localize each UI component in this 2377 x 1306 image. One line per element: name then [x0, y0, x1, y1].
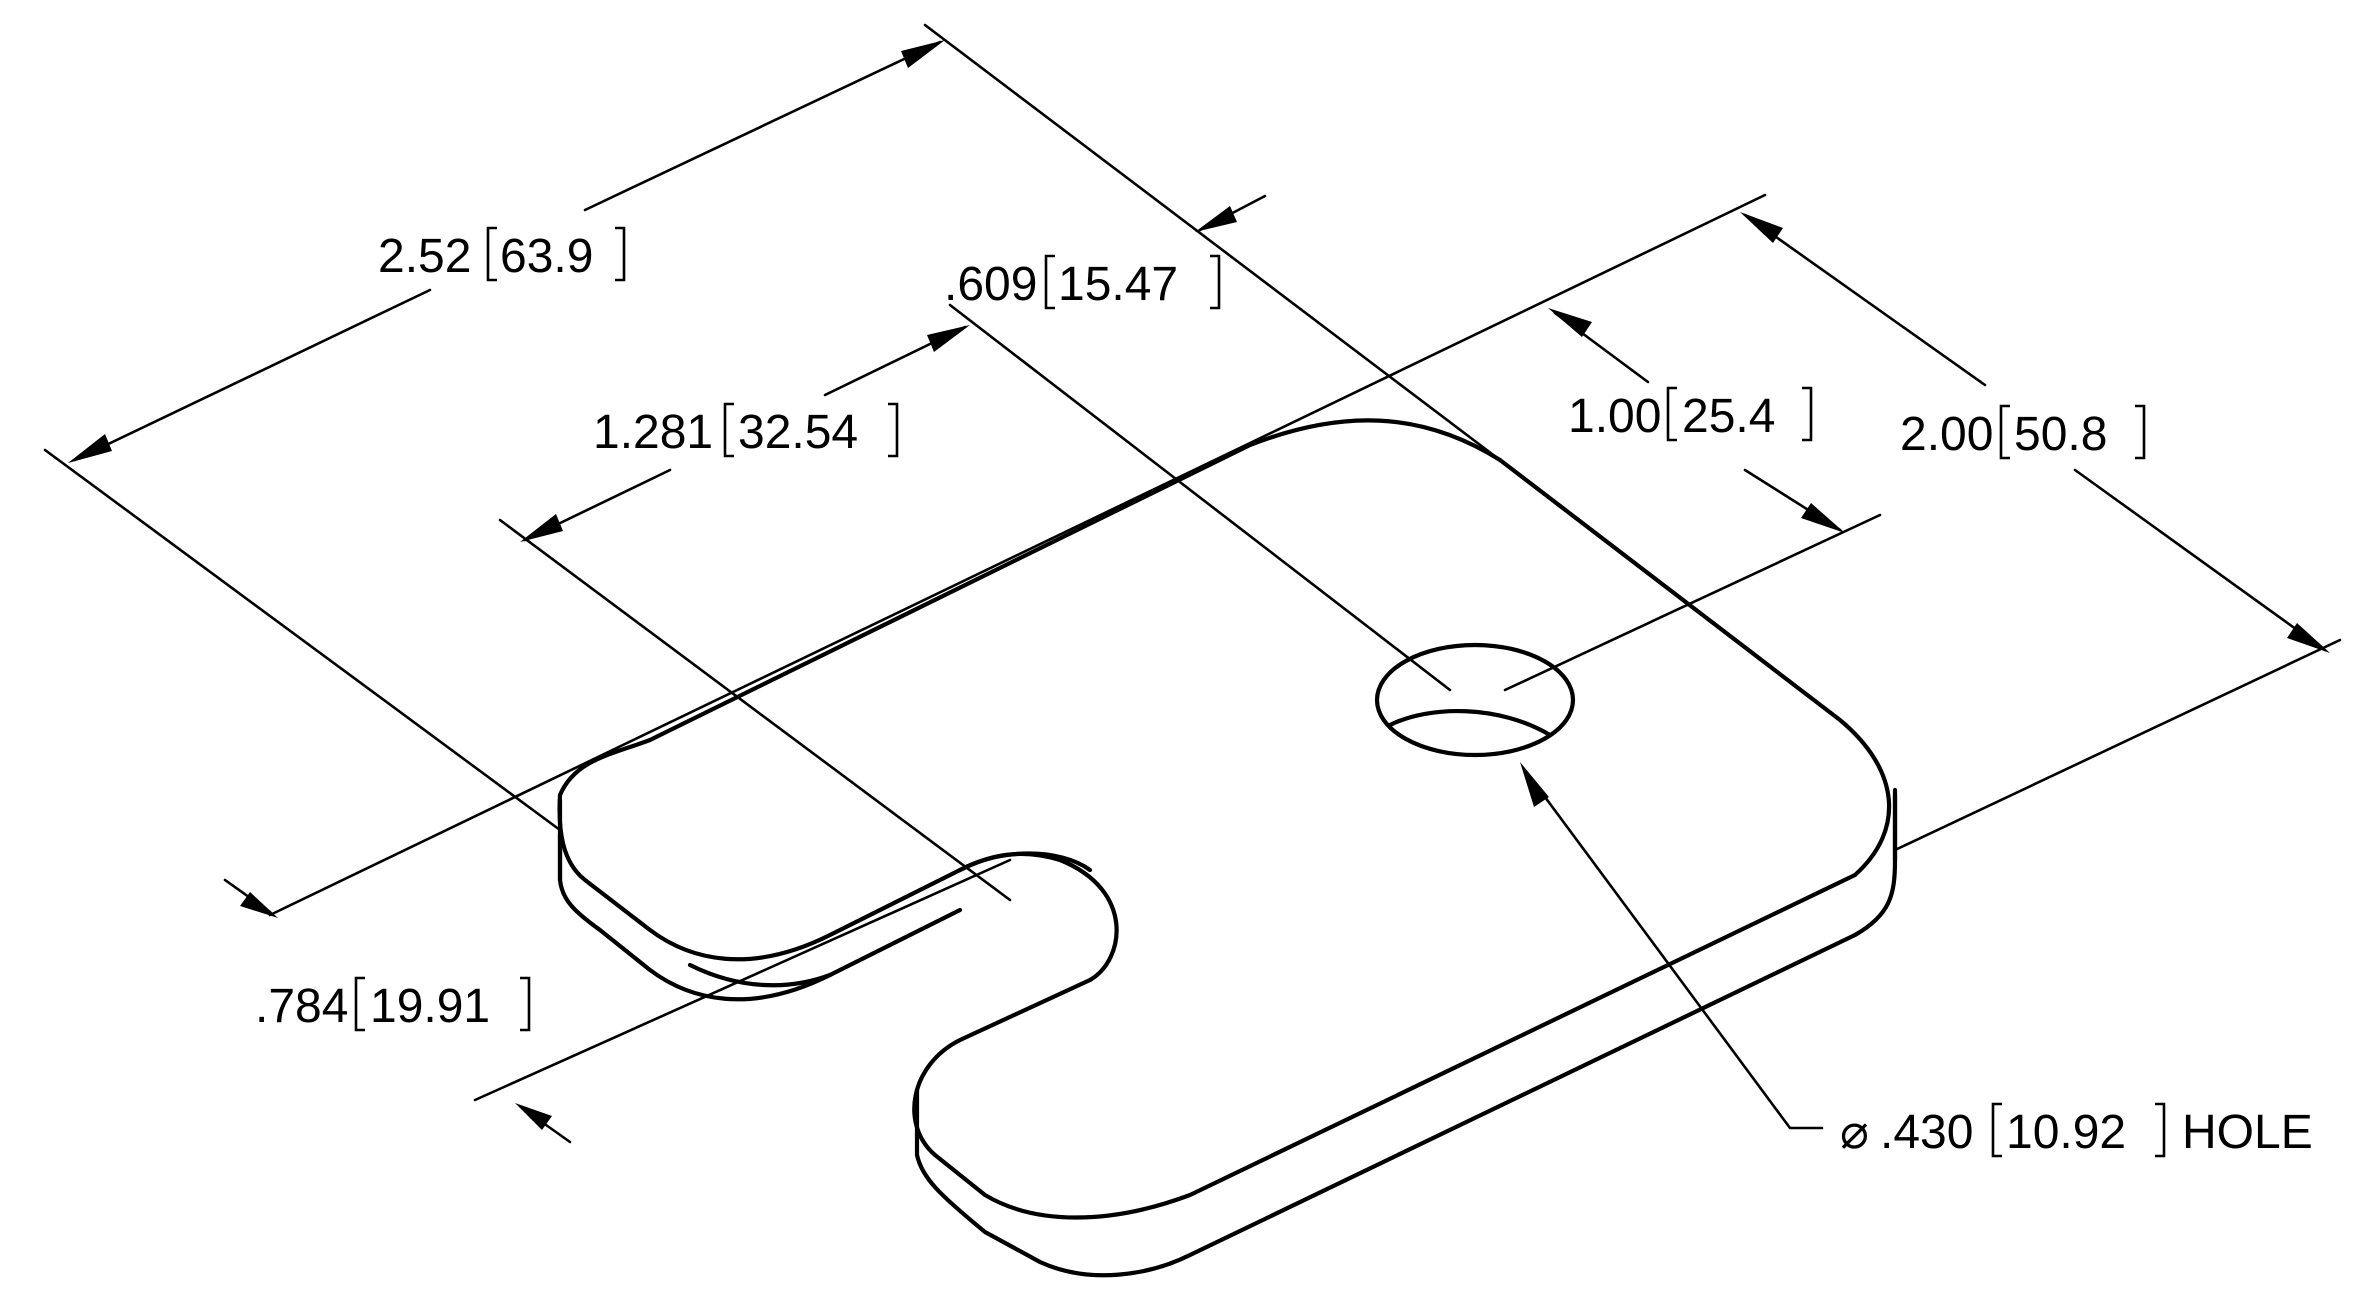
dim-2-52-line-b	[583, 40, 942, 212]
hole-leader	[1523, 768, 1824, 1130]
slot-lower-wall	[687, 962, 833, 988]
bottom-front-edge	[914, 792, 1898, 1278]
svg-text:.609: .609	[944, 258, 1037, 311]
dim-label-overall-width: 2.00 50.8	[1900, 404, 2146, 461]
arrowhead	[1195, 206, 1237, 232]
slot-inner-wall	[957, 851, 1093, 873]
hole-top-ellipse	[1374, 642, 1576, 758]
dim-label-overall-length: 2.52 63.9	[378, 226, 626, 283]
svg-text:2.00: 2.00	[1900, 408, 1993, 461]
arrowhead	[1548, 308, 1592, 337]
arrowhead	[1801, 503, 1845, 533]
svg-text:15.47: 15.47	[1058, 258, 1178, 311]
dim-label-hole-from-end: .609 15.47	[944, 254, 1221, 311]
arrowhead	[515, 1103, 552, 1130]
svg-text:19.91: 19.91	[370, 980, 490, 1033]
svg-text:2.52: 2.52	[378, 230, 471, 283]
top-face-outline	[557, 418, 1892, 1220]
svg-text:1.281: 1.281	[593, 406, 713, 459]
diameter-symbol: ⌀	[1840, 1106, 1869, 1159]
arrowhead	[927, 325, 970, 352]
hole-callout: ⌀ .430 10.92 HOLE	[1840, 1102, 2313, 1159]
arrowhead	[1520, 762, 1549, 807]
dimension-lines	[68, 40, 2330, 1144]
svg-text:1.00: 1.00	[1568, 390, 1661, 443]
arrowhead	[901, 40, 945, 68]
arrowhead	[68, 434, 112, 463]
svg-text:63.9: 63.9	[500, 230, 593, 283]
arrowhead	[520, 514, 563, 542]
svg-text:HOLE: HOLE	[2182, 1106, 2313, 1159]
svg-text:.784: .784	[255, 980, 348, 1033]
bottom-left-edge	[557, 832, 963, 1002]
svg-text:50.8: 50.8	[2014, 408, 2107, 461]
dim-2-52-line-a	[73, 288, 432, 462]
extension-lines	[43, 23, 2342, 1102]
svg-text:.430: .430	[1880, 1106, 1973, 1159]
svg-text:25.4: 25.4	[1682, 390, 1775, 443]
svg-text:32.54: 32.54	[738, 406, 858, 459]
dim-label-slot-offset: 1.281 32.54	[593, 402, 899, 459]
dim-label-slot-width: .784 19.91	[255, 976, 531, 1033]
arrowhead	[1740, 212, 1783, 243]
svg-text:10.92: 10.92	[2006, 1106, 2126, 1159]
hole-inner-wall	[1387, 708, 1553, 738]
part-body	[557, 418, 1898, 1278]
arrowhead	[2287, 623, 2330, 653]
dim-label-hole-from-edge: 1.00 25.4	[1568, 386, 1813, 443]
arrowhead	[240, 892, 278, 918]
